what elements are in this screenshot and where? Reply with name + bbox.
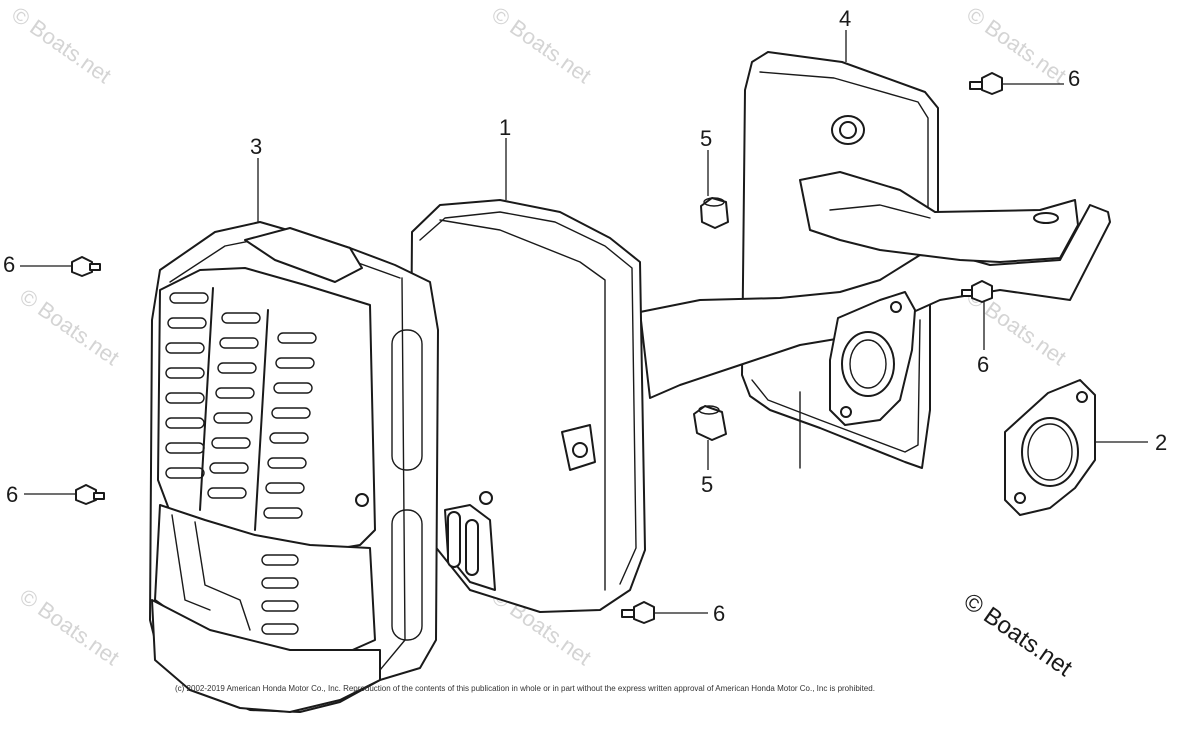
label-part-1: 1 (499, 115, 511, 140)
label-part-5-lower: 5 (701, 472, 713, 497)
label-part-2: 2 (1155, 430, 1167, 455)
watermark-text: © Boats.net (15, 584, 124, 671)
part-5-collar-lower (693, 405, 727, 441)
louvers-left (165, 292, 209, 479)
part-6-bolt-mid-right (961, 280, 993, 303)
label-part-6-left-lower: 6 (6, 482, 18, 507)
label-part-3: 3 (250, 134, 262, 159)
part-6-bolt-top-right (969, 72, 1003, 95)
part-5-collar-upper (700, 197, 729, 229)
louvers-right (263, 332, 317, 519)
boats-net-watermark: © Boats.net (959, 588, 1078, 682)
part-6-bolt-left-upper (71, 256, 101, 277)
watermark-text: © Boats.net (962, 2, 1071, 89)
louvers-middle (207, 312, 261, 499)
exhaust-flange (799, 291, 916, 469)
part-1-muffler (409, 199, 646, 613)
label-part-6-left-upper: 6 (3, 252, 15, 277)
label-part-6-bottom: 6 (713, 601, 725, 626)
part-2-gasket (1004, 379, 1096, 516)
part-6-bolt-bottom (621, 601, 655, 624)
label-part-6-top-right: 6 (1068, 66, 1080, 91)
watermark-text: © Boats.net (15, 284, 124, 371)
part-6-bolt-left-lower (75, 484, 105, 505)
part-3-muffler-protector (149, 221, 439, 713)
watermark-text: © Boats.net (487, 2, 596, 89)
leader-lines (20, 30, 1148, 614)
label-part-4: 4 (839, 6, 851, 31)
label-part-6-mid-right: 6 (977, 352, 989, 377)
label-part-5-upper: 5 (700, 126, 712, 151)
watermark-text: © Boats.net (7, 2, 116, 89)
callout-labels: 1 2 3 4 5 5 6 6 6 6 6 (3, 6, 1167, 626)
copyright-notice: (c) 2002-2019 American Honda Motor Co., … (175, 684, 875, 693)
